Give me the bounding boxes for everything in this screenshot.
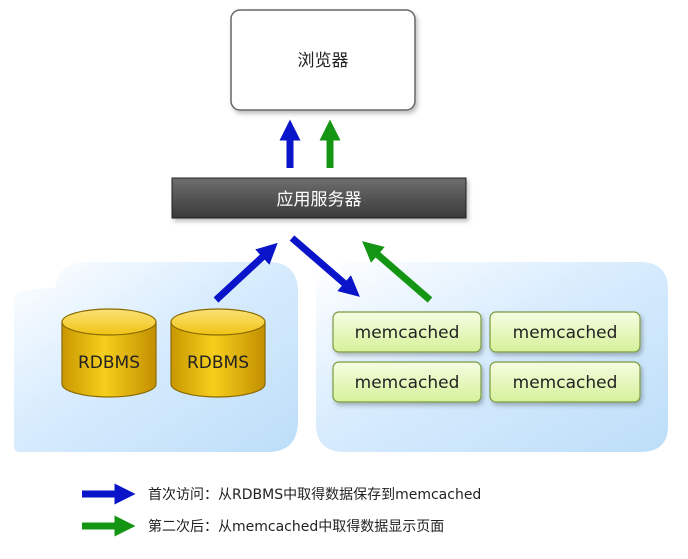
legend-first-visit-text: 首次访问：从RDBMS中取得数据保存到memcached xyxy=(148,486,481,503)
memcached-label: memcached xyxy=(355,323,460,343)
legend-second-visit: 第二次后：从memcached中取得数据显示页面 xyxy=(82,515,444,537)
database-cylinder: RDBMS xyxy=(170,308,266,398)
app-server-label: 应用服务器 xyxy=(277,190,362,210)
memcached-node: memcached xyxy=(332,361,482,403)
arrow-memcached-to-server xyxy=(362,241,433,303)
database-label: RDBMS xyxy=(187,353,249,373)
browser-label: 浏览器 xyxy=(298,51,349,71)
database-label: RDBMS xyxy=(78,353,140,373)
app-server-node: 应用服务器 xyxy=(171,177,467,219)
arrow-server-to-memcached xyxy=(289,235,360,297)
arrow-db-to-server xyxy=(213,242,278,303)
legend: 首次访问：从RDBMS中取得数据保存到memcached 第二次后：从memca… xyxy=(82,483,481,537)
memcached-panel xyxy=(316,262,668,452)
browser-node: 浏览器 xyxy=(230,9,416,111)
memcached-node: memcached xyxy=(489,361,641,403)
memcached-node: memcached xyxy=(332,311,482,353)
memcached-node: memcached xyxy=(489,311,641,353)
database-cylinder: RDBMS xyxy=(61,308,157,398)
memcached-label: memcached xyxy=(355,373,460,393)
memcached-label: memcached xyxy=(513,323,618,343)
memcached-label: memcached xyxy=(513,373,618,393)
legend-first-visit: 首次访问：从RDBMS中取得数据保存到memcached xyxy=(82,483,481,505)
legend-second-visit-text: 第二次后：从memcached中取得数据显示页面 xyxy=(148,518,444,535)
